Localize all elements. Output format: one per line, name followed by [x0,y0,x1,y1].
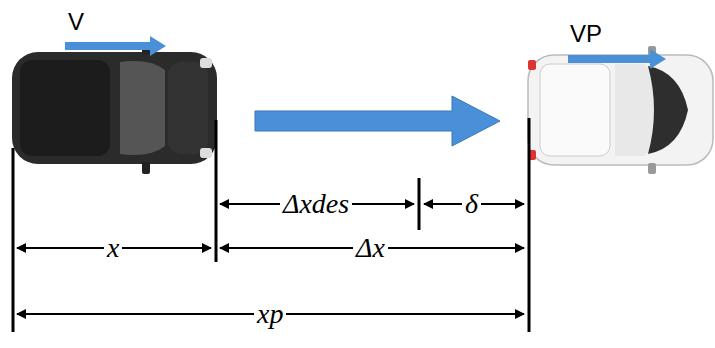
extension-lines [13,118,529,332]
velocity-label: VP [567,21,605,47]
dimension-label: δ [462,189,481,220]
velocity-arrow [65,36,166,56]
velocity-label: V [65,9,87,35]
dimension-label: xp [254,299,286,330]
dimension-label: Δxdes [280,189,352,220]
velocity-arrow [568,49,666,69]
subject-car [12,42,217,174]
dimension-label: Δx [353,233,388,264]
preceding-car [528,46,713,174]
dimension-label: x [104,233,122,264]
motion-arrow [255,96,500,146]
dimension-lines [17,204,524,314]
